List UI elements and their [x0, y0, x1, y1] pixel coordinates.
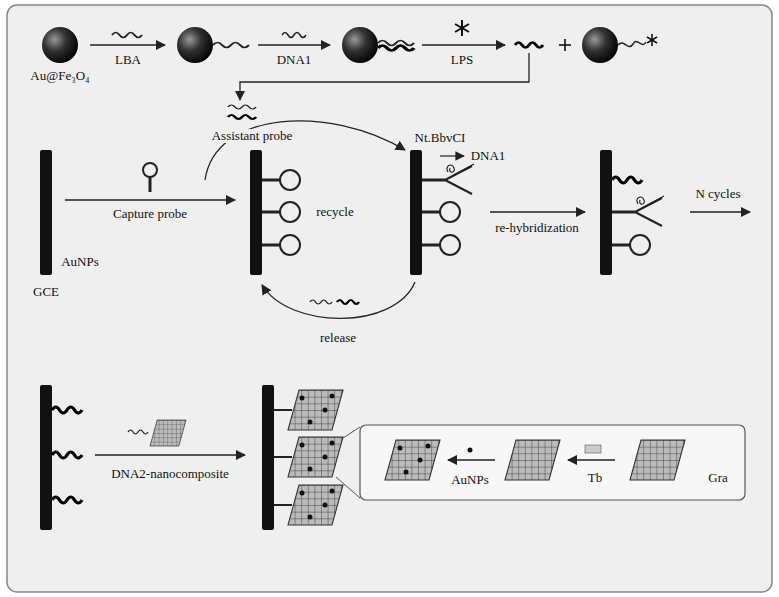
electrode-recycling [40, 105, 750, 318]
label-text: LBA [113, 53, 143, 68]
magnetic-separation [42, 20, 657, 100]
label-text: DNA2-nanocomposite [109, 467, 231, 482]
label-text: Nt.BbvCI [413, 131, 468, 146]
label-text: recycle [314, 205, 356, 220]
label-text: N cycles [693, 187, 742, 202]
label-text: re-hybridization [493, 221, 581, 236]
label-text: DNA1 [469, 149, 508, 164]
label-text: GCE [31, 285, 61, 300]
label-text: Capture probe [111, 207, 189, 222]
label-text: Au@Fe₃O₄ [28, 69, 91, 84]
label-text: Gra [706, 471, 730, 486]
label-text: AuNPs [449, 473, 491, 488]
signal-labelling [40, 385, 745, 530]
label-text: AuNPs [59, 255, 101, 270]
label-text: LPS [449, 53, 475, 68]
label-text: release [318, 331, 358, 346]
label-text: Assistant probe [210, 129, 295, 144]
label-text: Tb [586, 471, 604, 486]
label-text: DNA1 [275, 53, 314, 68]
frame [7, 5, 772, 592]
